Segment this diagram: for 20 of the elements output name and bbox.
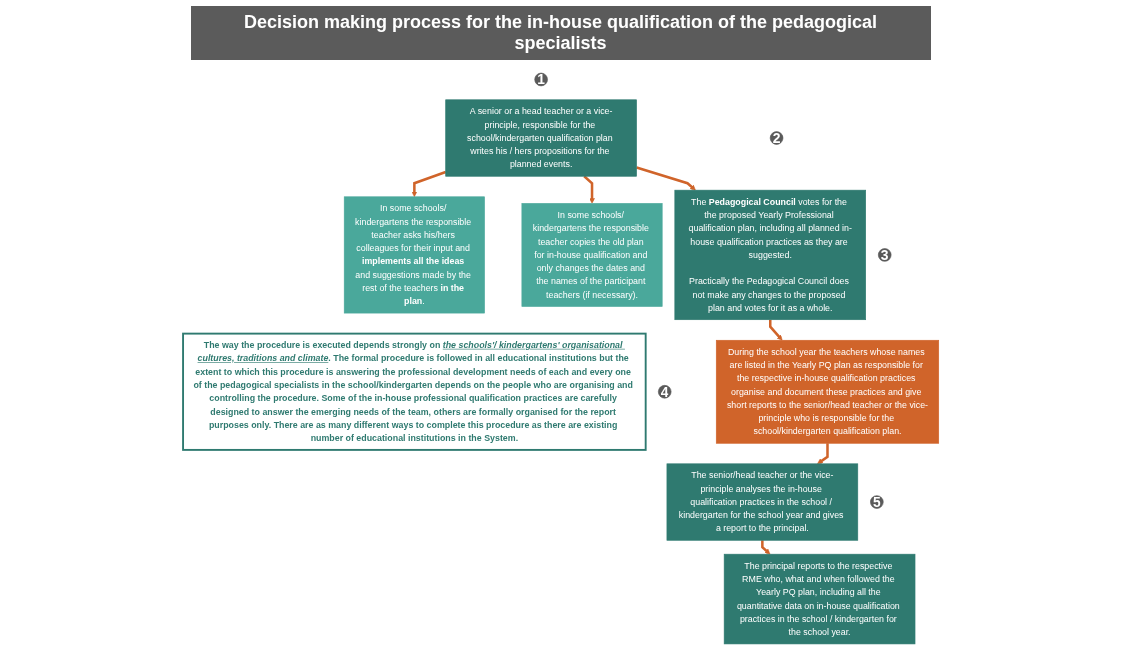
arrow [411,170,446,198]
node-box: In some schools/ kindergartens the responsible teacher asks his/hers colleagues for their input and implements all the ideas and suggestions made by the rest of the teachers in the plan. [343,196,485,314]
node-box: The senior/head teacher or the vice-principle analyses the in-house qualification practices in the school / kindergarten for the school year and gives a report to the principal. [666,463,858,541]
arrow [760,540,770,555]
node-box: The Pedagogical Council votes for the the proposed Yearly Professional qualification plan, including all planned in-house qualification practices as they are suggested. Practically the Pedagogical Council does not make any changes to the proposed plan and votes for it as a whole. [674,189,866,321]
arrow [768,319,783,341]
node-box: During the school year the teachers whose names are listed in the Yearly PQ plan as responsible for the respective in-house qualification practices organise and document these practices and give short reports to the senior/head teacher or the vice-principle who is responsible for the school/kindergarten qualification plan. [715,339,939,444]
node-box: In some schools/ kindergartens the responsible teacher copies the old plan for in-house qualification and only changes the dates and the names of the participant teachers (if necessary). [521,203,663,307]
node-circle: 2 [769,131,783,145]
node-circle: 3 [877,248,892,262]
node-circle: 5 [869,495,884,509]
diagram-title: Decision making process for the in-house qualification of the pedagogical specialists [190,6,931,60]
node-box: The way the procedure is executed depends strongly on the schools'/ kindergartens' organisational cultures, traditions and climate. The formal procedure is followed in all educational institutions but the extent to which this procedure is answering the professional development needs of each and every one of the pedagogical specialists in the school/kindergarten depends on the people who are organising and controlling the procedure. Some of the in-house professional qualification practices are carefully designed to answer the emerging needs of the team, others are formally organised for the report purposes only. There are as many different ways to complete this procedure as there are existing number of educational institutions in the System. [181,332,647,451]
node-box: The principal reports to the respective RME who, what and when followed the Yearly PQ plan, including all the quantitative data on in-house qualification practices in the school / kindergarten for the school year. [723,553,915,645]
arrow [635,166,696,191]
arrow [582,175,595,204]
arrow [816,443,829,465]
node-circle: 1 [534,72,548,87]
node-box: A senior or a head teacher or a vice-principle, responsible for the school/kindergarten qualification plan writes his / hers propositions for the planned events. [445,99,637,177]
node-circle: 4 [657,385,672,399]
